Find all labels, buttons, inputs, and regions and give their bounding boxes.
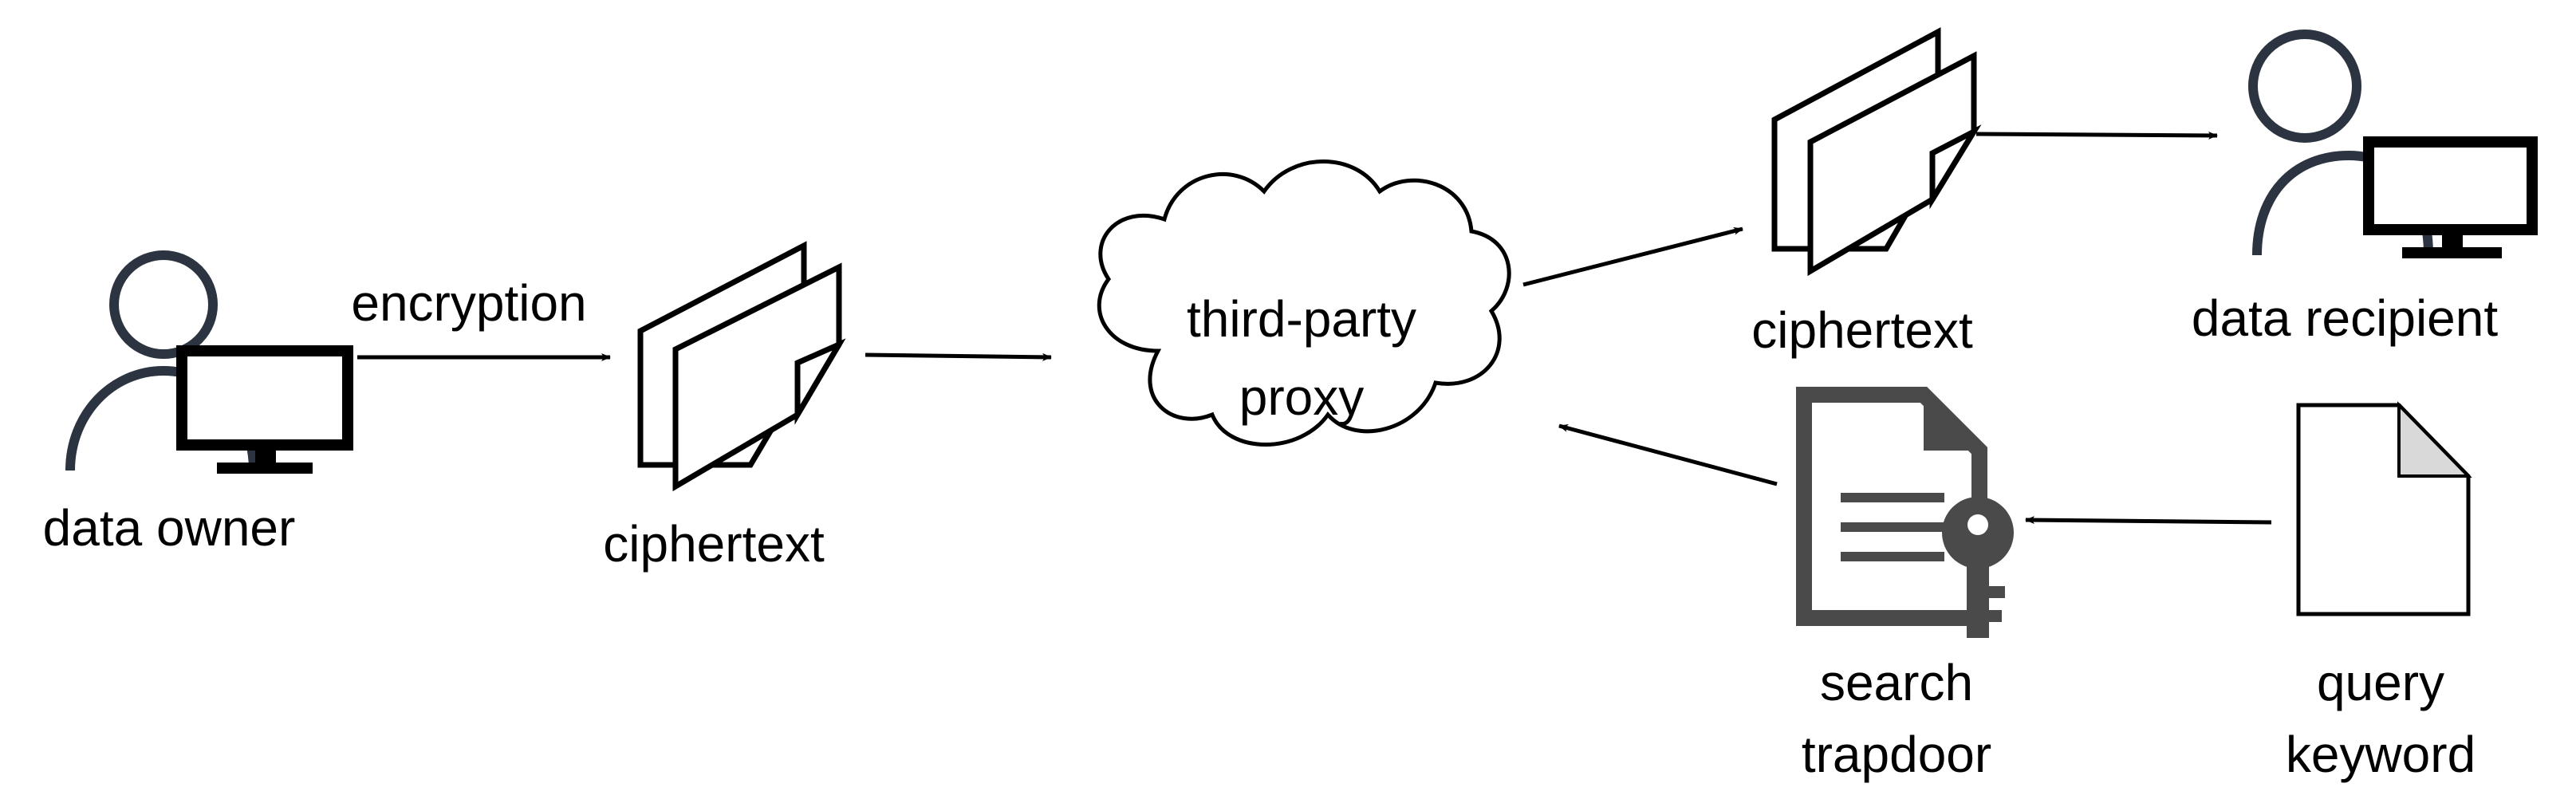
monitor-icon (176, 345, 353, 474)
arrow-keyword-to-trapdoor (2025, 516, 2272, 525)
arrow-ciphertext-to-recipient (1975, 131, 2218, 140)
search-trapdoor-icon (1796, 387, 2014, 638)
arrow-proxy-to-ciphertext (1522, 226, 1743, 287)
search-trapdoor-label-line2: trapdoor (1801, 726, 1992, 783)
proxy-label-line1: third-party (1186, 290, 1417, 348)
key-icon (1942, 497, 2014, 638)
ciphertext-left-icon (637, 241, 846, 492)
data-owner-label: data owner (42, 499, 296, 557)
data-recipient-label: data recipient (2191, 289, 2499, 347)
ciphertext-left-label: ciphertext (603, 515, 825, 573)
query-keyword-label-line2: keyword (2285, 726, 2476, 783)
arrow-trapdoor-to-proxy (1558, 423, 1778, 486)
proxy-label-line2: proxy (1239, 368, 1365, 426)
data-recipient-icon (2248, 30, 2538, 258)
query-keyword-label-line1: query (2316, 654, 2445, 711)
monitor-icon (2363, 136, 2538, 258)
data-owner-icon (65, 250, 353, 474)
query-keyword-icon (2296, 401, 2472, 616)
proxy-cloud-icon (1097, 159, 1511, 447)
search-trapdoor-label-line1: search (1819, 654, 1974, 711)
arrow-ciphertext-to-proxy (865, 352, 1052, 361)
ciphertext-right-icon (1771, 27, 1982, 277)
encryption-label: encryption (351, 274, 587, 332)
ciphertext-right-label: ciphertext (1751, 301, 1973, 359)
